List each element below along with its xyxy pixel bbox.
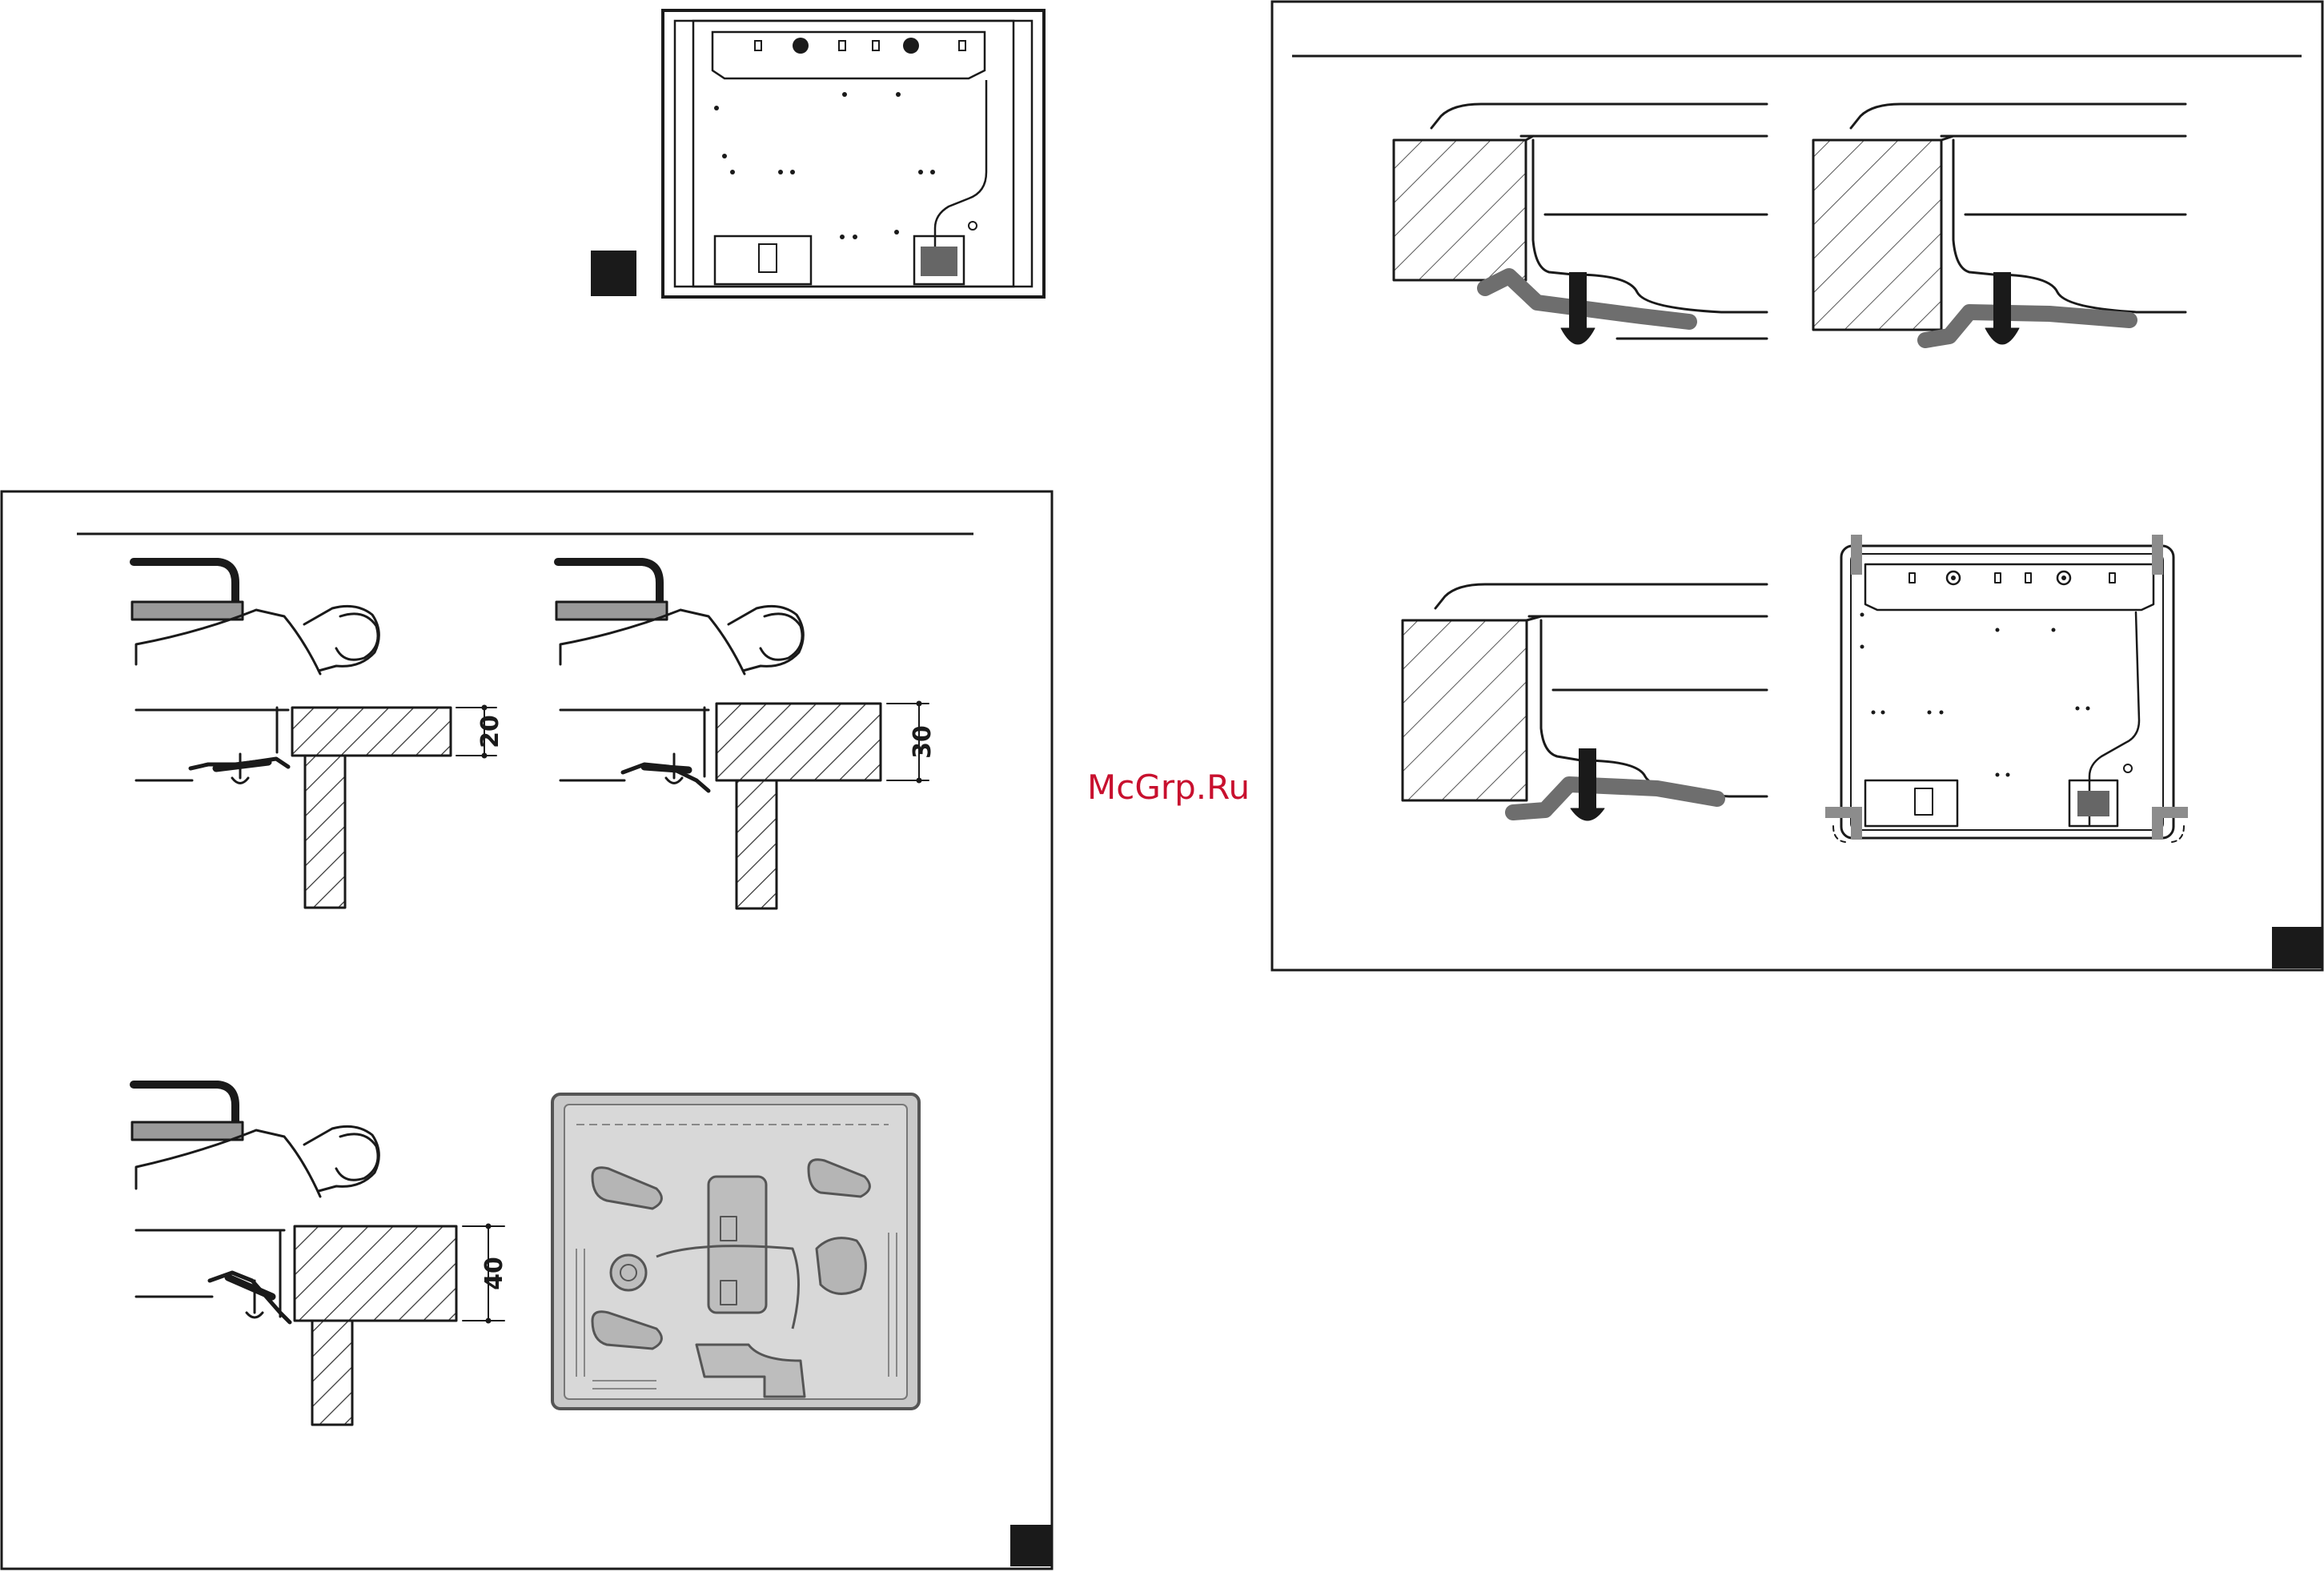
worktop-section-40mm [132,1085,504,1425]
worktop-section-20mm [132,562,496,908]
hob-underside-clamps [1825,535,2188,842]
figure-marker-bottom-left [1010,1525,1052,1566]
dimension-40: 40 [480,1257,508,1290]
worktop-section-30mm [556,562,929,908]
clamp-section-a [1394,104,1767,344]
hob-underside-photo [552,1094,919,1409]
figure-marker-top-left [591,251,636,296]
hob-underside-top [591,10,1044,297]
figure-marker-right [2272,927,2322,968]
clamp-section-b [1813,104,2186,344]
dimension-30: 30 [909,725,937,759]
clamp-section-c [1403,584,1767,820]
dimension-20: 20 [476,715,504,748]
watermark: McGrp.Ru [1087,768,1250,807]
